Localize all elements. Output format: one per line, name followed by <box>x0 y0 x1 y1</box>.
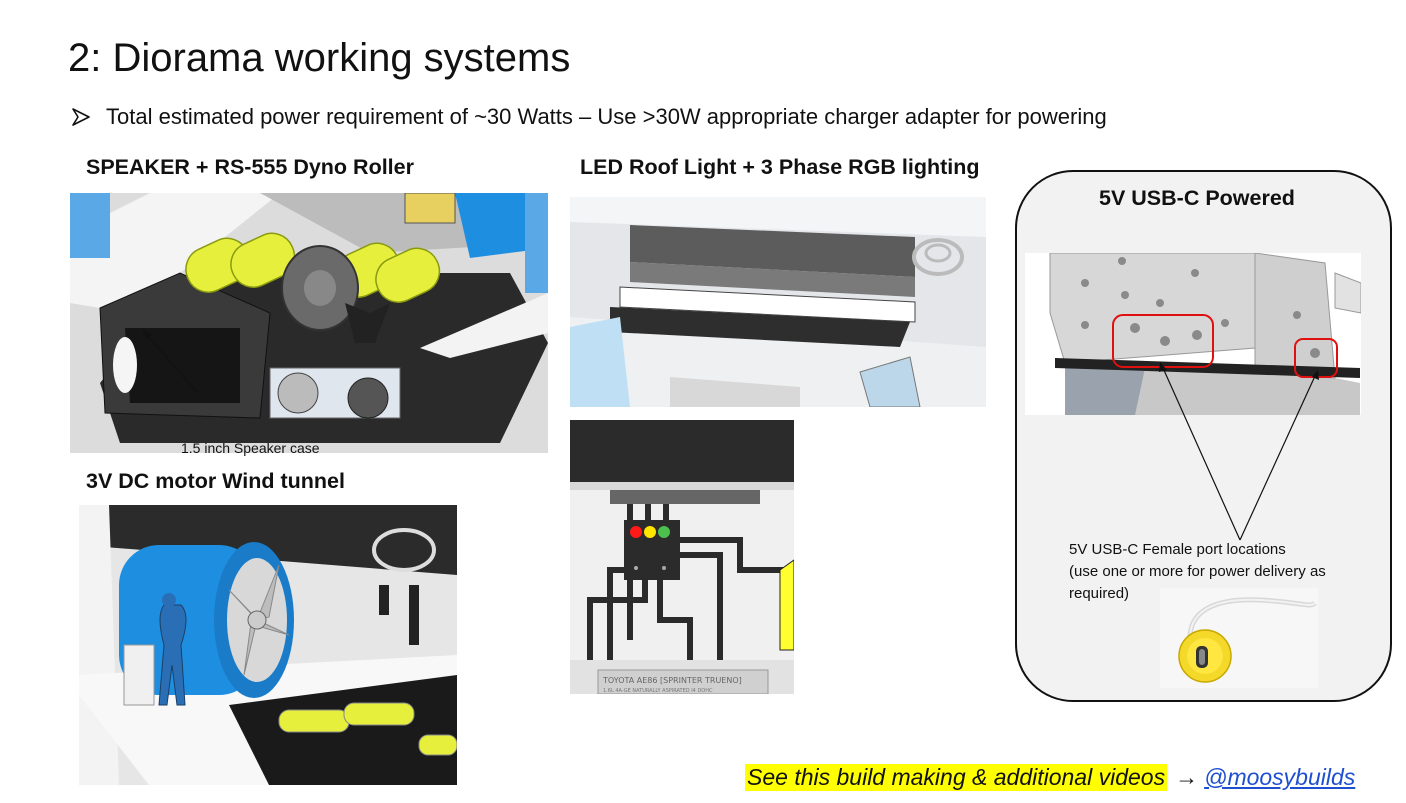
plate-text-line2: 1.6L 4A-GE NATURALLY ASPIRATED I4 DOHC <box>603 688 713 694</box>
right-arrow-icon: → <box>1175 764 1199 790</box>
footer-promo-text: See this build making & additional video… <box>745 764 1168 791</box>
usb-caption-line2: (use one or more for power delivery as <box>1069 563 1326 580</box>
moosybuilds-link[interactable]: @moosybuilds <box>1204 764 1356 790</box>
speaker-dyno-render <box>70 193 548 453</box>
footer: See this build making & additional video… <box>745 764 1355 791</box>
usb-caption-line1: 5V USB-C Female port locations <box>1069 541 1286 558</box>
plate-text-line1: TOYOTA AE86 [SPRINTER TRUENO] <box>602 676 742 685</box>
power-bullet: Total estimated power requirement of ~30… <box>72 104 1107 130</box>
wind-section-title: 3V DC motor Wind tunnel <box>86 469 345 493</box>
speaker-section-title: SPEAKER + RS-555 Dyno Roller <box>86 155 414 179</box>
slide-title: 2: Diorama working systems <box>68 36 571 80</box>
usb-panel-title: 5V USB-C Powered <box>1099 186 1295 210</box>
power-bullet-text: Total estimated power requirement of ~30… <box>106 104 1107 129</box>
led-section-title: LED Roof Light + 3 Phase RGB lighting <box>580 155 980 179</box>
usb-caption: 5V USB-C Female port locations (use one … <box>1069 539 1369 605</box>
speaker-case-label: 1.5 inch Speaker case <box>181 440 320 456</box>
usb-c-port-icon <box>1160 588 1318 688</box>
arrowhead-bullet-icon <box>72 108 90 126</box>
rgb-wiring-render: TOYOTA AE86 [SPRINTER TRUENO] 1.6L 4A-GE… <box>570 420 794 694</box>
usb-caption-line3: required) <box>1069 585 1130 602</box>
usb-callout-lines <box>1159 362 1319 541</box>
led-roof-render <box>570 197 986 407</box>
usb-c-cable-photo <box>1160 588 1318 688</box>
wind-tunnel-render <box>79 505 457 785</box>
usb-port-render <box>1025 253 1361 415</box>
